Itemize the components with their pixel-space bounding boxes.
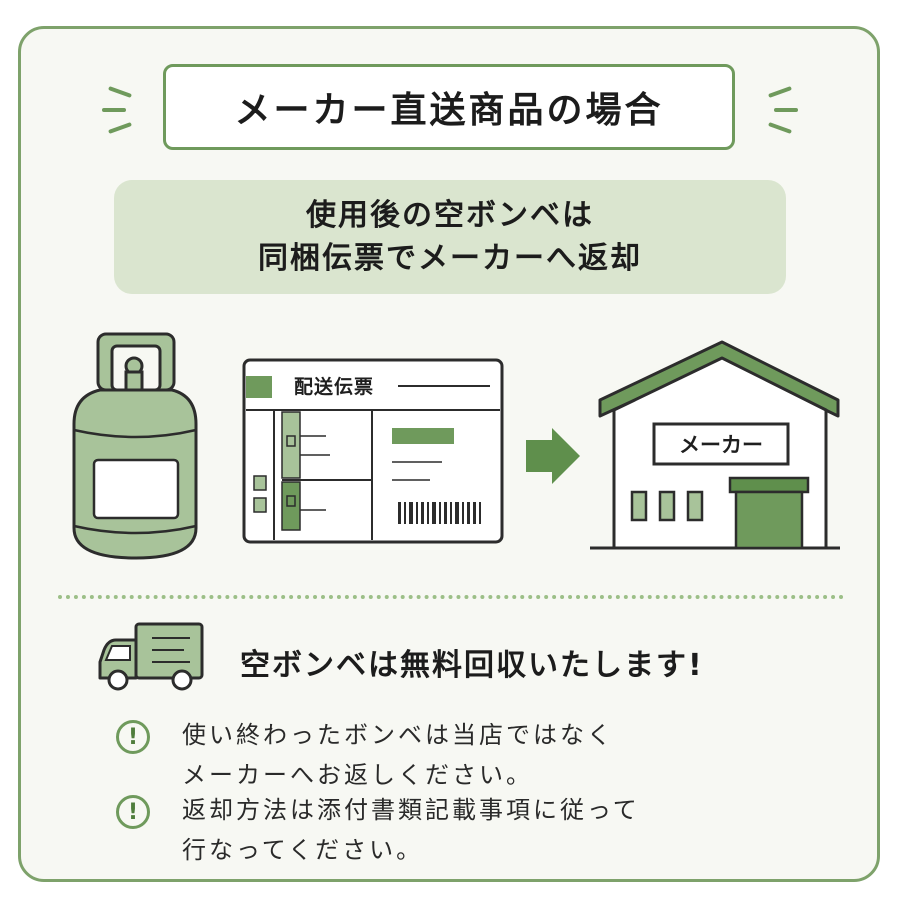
gas-cylinder-icon — [72, 332, 198, 560]
factory-icon: メーカー — [590, 340, 840, 550]
lead-line-2: 同梱伝票でメーカーへ返却 — [258, 241, 642, 276]
title-box: メーカー直送商品の場合 — [163, 64, 735, 150]
slip-label: 配送伝票 — [294, 375, 374, 398]
note-2-line-2: 行なってください。 — [182, 836, 424, 864]
note-2-line-1: 返却方法は添付書類記載事項に従って — [182, 796, 640, 824]
note-item-2: ! 返却方法は添付書類記載事項に従って 行なってください。 — [116, 790, 836, 872]
free-collection-notice: 空ボンベは無料回収いたします! — [240, 648, 704, 683]
truck-icon — [98, 622, 204, 691]
note-text-2: 返却方法は添付書類記載事項に従って 行なってください。 — [182, 790, 822, 870]
note-1-line-1: 使い終わったボンベは当店ではなく — [182, 721, 614, 749]
page-title: メーカー直送商品の場合 — [234, 90, 664, 131]
arrow-right-icon — [526, 428, 580, 484]
note-item-1: ! 使い終わったボンベは当店ではなく メーカーへお返しください。 — [116, 715, 836, 797]
exclamation-circle-icon: ! — [116, 720, 150, 754]
title-accent-left-mid — [102, 108, 126, 112]
shipping-slip-icon: 配送伝票 — [242, 358, 504, 544]
exclamation-circle-icon: ! — [116, 795, 150, 829]
lead-banner: 使用後の空ボンベは 同梱伝票でメーカーへ返却 — [114, 180, 786, 294]
lead-line-1: 使用後の空ボンベは — [306, 198, 594, 233]
note-1-line-2: メーカーへお返しください。 — [182, 761, 533, 789]
dotted-divider — [58, 595, 844, 599]
title-accent-right-mid — [774, 108, 798, 112]
note-text-1: 使い終わったボンベは当店ではなく メーカーへお返しください。 — [182, 715, 822, 795]
barcode — [398, 502, 481, 524]
factory-sign: メーカー — [679, 433, 763, 457]
